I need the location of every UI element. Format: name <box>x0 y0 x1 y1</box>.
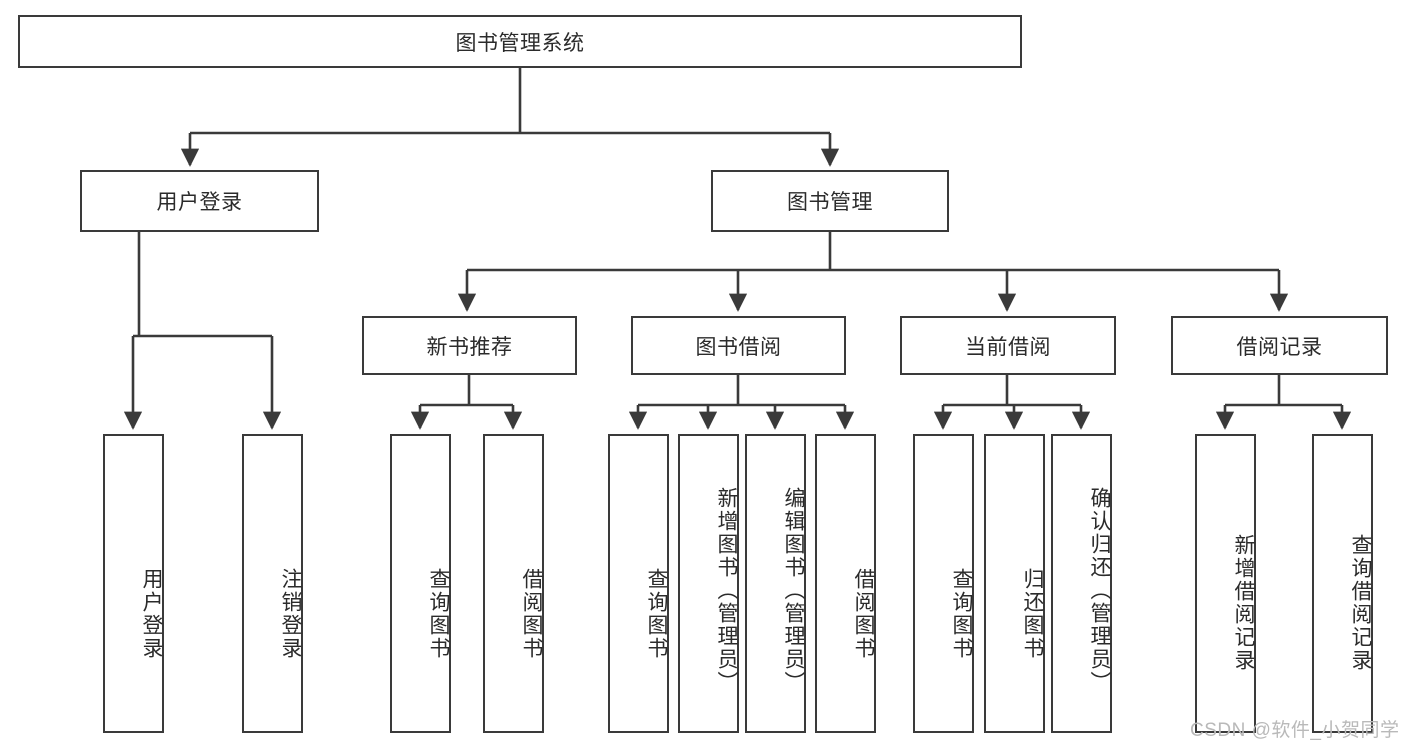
node-borrow-record[interactable]: 借阅记录 <box>1171 316 1388 375</box>
node-book-borrow[interactable]: 图书借阅 <box>631 316 846 375</box>
leaf-add-book-admin[interactable]: 新增图书（管理员） <box>678 434 739 733</box>
leaf-add-borrow-record[interactable]: 新增借阅记录 <box>1195 434 1256 733</box>
leaf-logout[interactable]: 注销登录 <box>242 434 303 733</box>
node-root[interactable]: 图书管理系统 <box>18 15 1022 68</box>
node-current-borrow[interactable]: 当前借阅 <box>900 316 1116 375</box>
leaf-borrow-book-1[interactable]: 借阅图书 <box>483 434 544 733</box>
node-book-management-label: 图书管理 <box>787 191 873 214</box>
node-root-label: 图书管理系统 <box>455 31 585 55</box>
leaf-return-book-label: 归还图书 <box>1021 567 1044 660</box>
leaf-edit-book-admin[interactable]: 编辑图书（管理员） <box>745 434 806 733</box>
leaf-confirm-return-admin[interactable]: 确认归还（管理员） <box>1051 434 1112 733</box>
node-new-book-recommend[interactable]: 新书推荐 <box>362 316 577 375</box>
leaf-logout-label: 注销登录 <box>279 567 302 660</box>
node-new-book-recommend-label: 新书推荐 <box>426 335 513 359</box>
leaf-query-borrow-record-label: 查询借阅记录 <box>1349 533 1372 672</box>
watermark-text: CSDN @软件_小贺同学 <box>1190 720 1400 741</box>
leaf-query-book-1-label: 查询图书 <box>427 567 450 660</box>
leaf-borrow-book-1-label: 借阅图书 <box>520 567 543 660</box>
leaf-query-book-3-label: 查询图书 <box>950 567 973 660</box>
leaf-query-book-2-label: 查询图书 <box>645 567 668 660</box>
leaf-borrow-book-2-label: 借阅图书 <box>852 567 875 660</box>
leaf-edit-book-admin-label: 编辑图书（管理员） <box>782 487 805 694</box>
node-current-borrow-label: 当前借阅 <box>965 335 1051 359</box>
node-user-login-label: 用户登录 <box>156 191 243 214</box>
leaf-query-book-2[interactable]: 查询图书 <box>608 434 669 733</box>
leaf-borrow-book-2[interactable]: 借阅图书 <box>815 434 876 733</box>
leaf-user-login-label: 用户登录 <box>140 567 163 660</box>
watermark: CSDN @软件_小贺同学 <box>1190 715 1399 742</box>
leaf-add-book-admin-label: 新增图书（管理员） <box>715 487 738 694</box>
leaf-query-book-1[interactable]: 查询图书 <box>390 434 451 733</box>
leaf-query-borrow-record[interactable]: 查询借阅记录 <box>1312 434 1373 733</box>
leaf-query-book-3[interactable]: 查询图书 <box>913 434 974 733</box>
leaf-user-login[interactable]: 用户登录 <box>103 434 164 733</box>
leaf-return-book[interactable]: 归还图书 <box>984 434 1045 733</box>
node-book-management[interactable]: 图书管理 <box>711 170 949 232</box>
node-borrow-record-label: 借阅记录 <box>1236 335 1323 359</box>
node-user-login[interactable]: 用户登录 <box>80 170 319 232</box>
node-book-borrow-label: 图书借阅 <box>695 335 782 359</box>
leaf-add-borrow-record-label: 新增借阅记录 <box>1232 533 1255 672</box>
leaf-confirm-return-admin-label: 确认归还（管理员） <box>1088 487 1111 694</box>
